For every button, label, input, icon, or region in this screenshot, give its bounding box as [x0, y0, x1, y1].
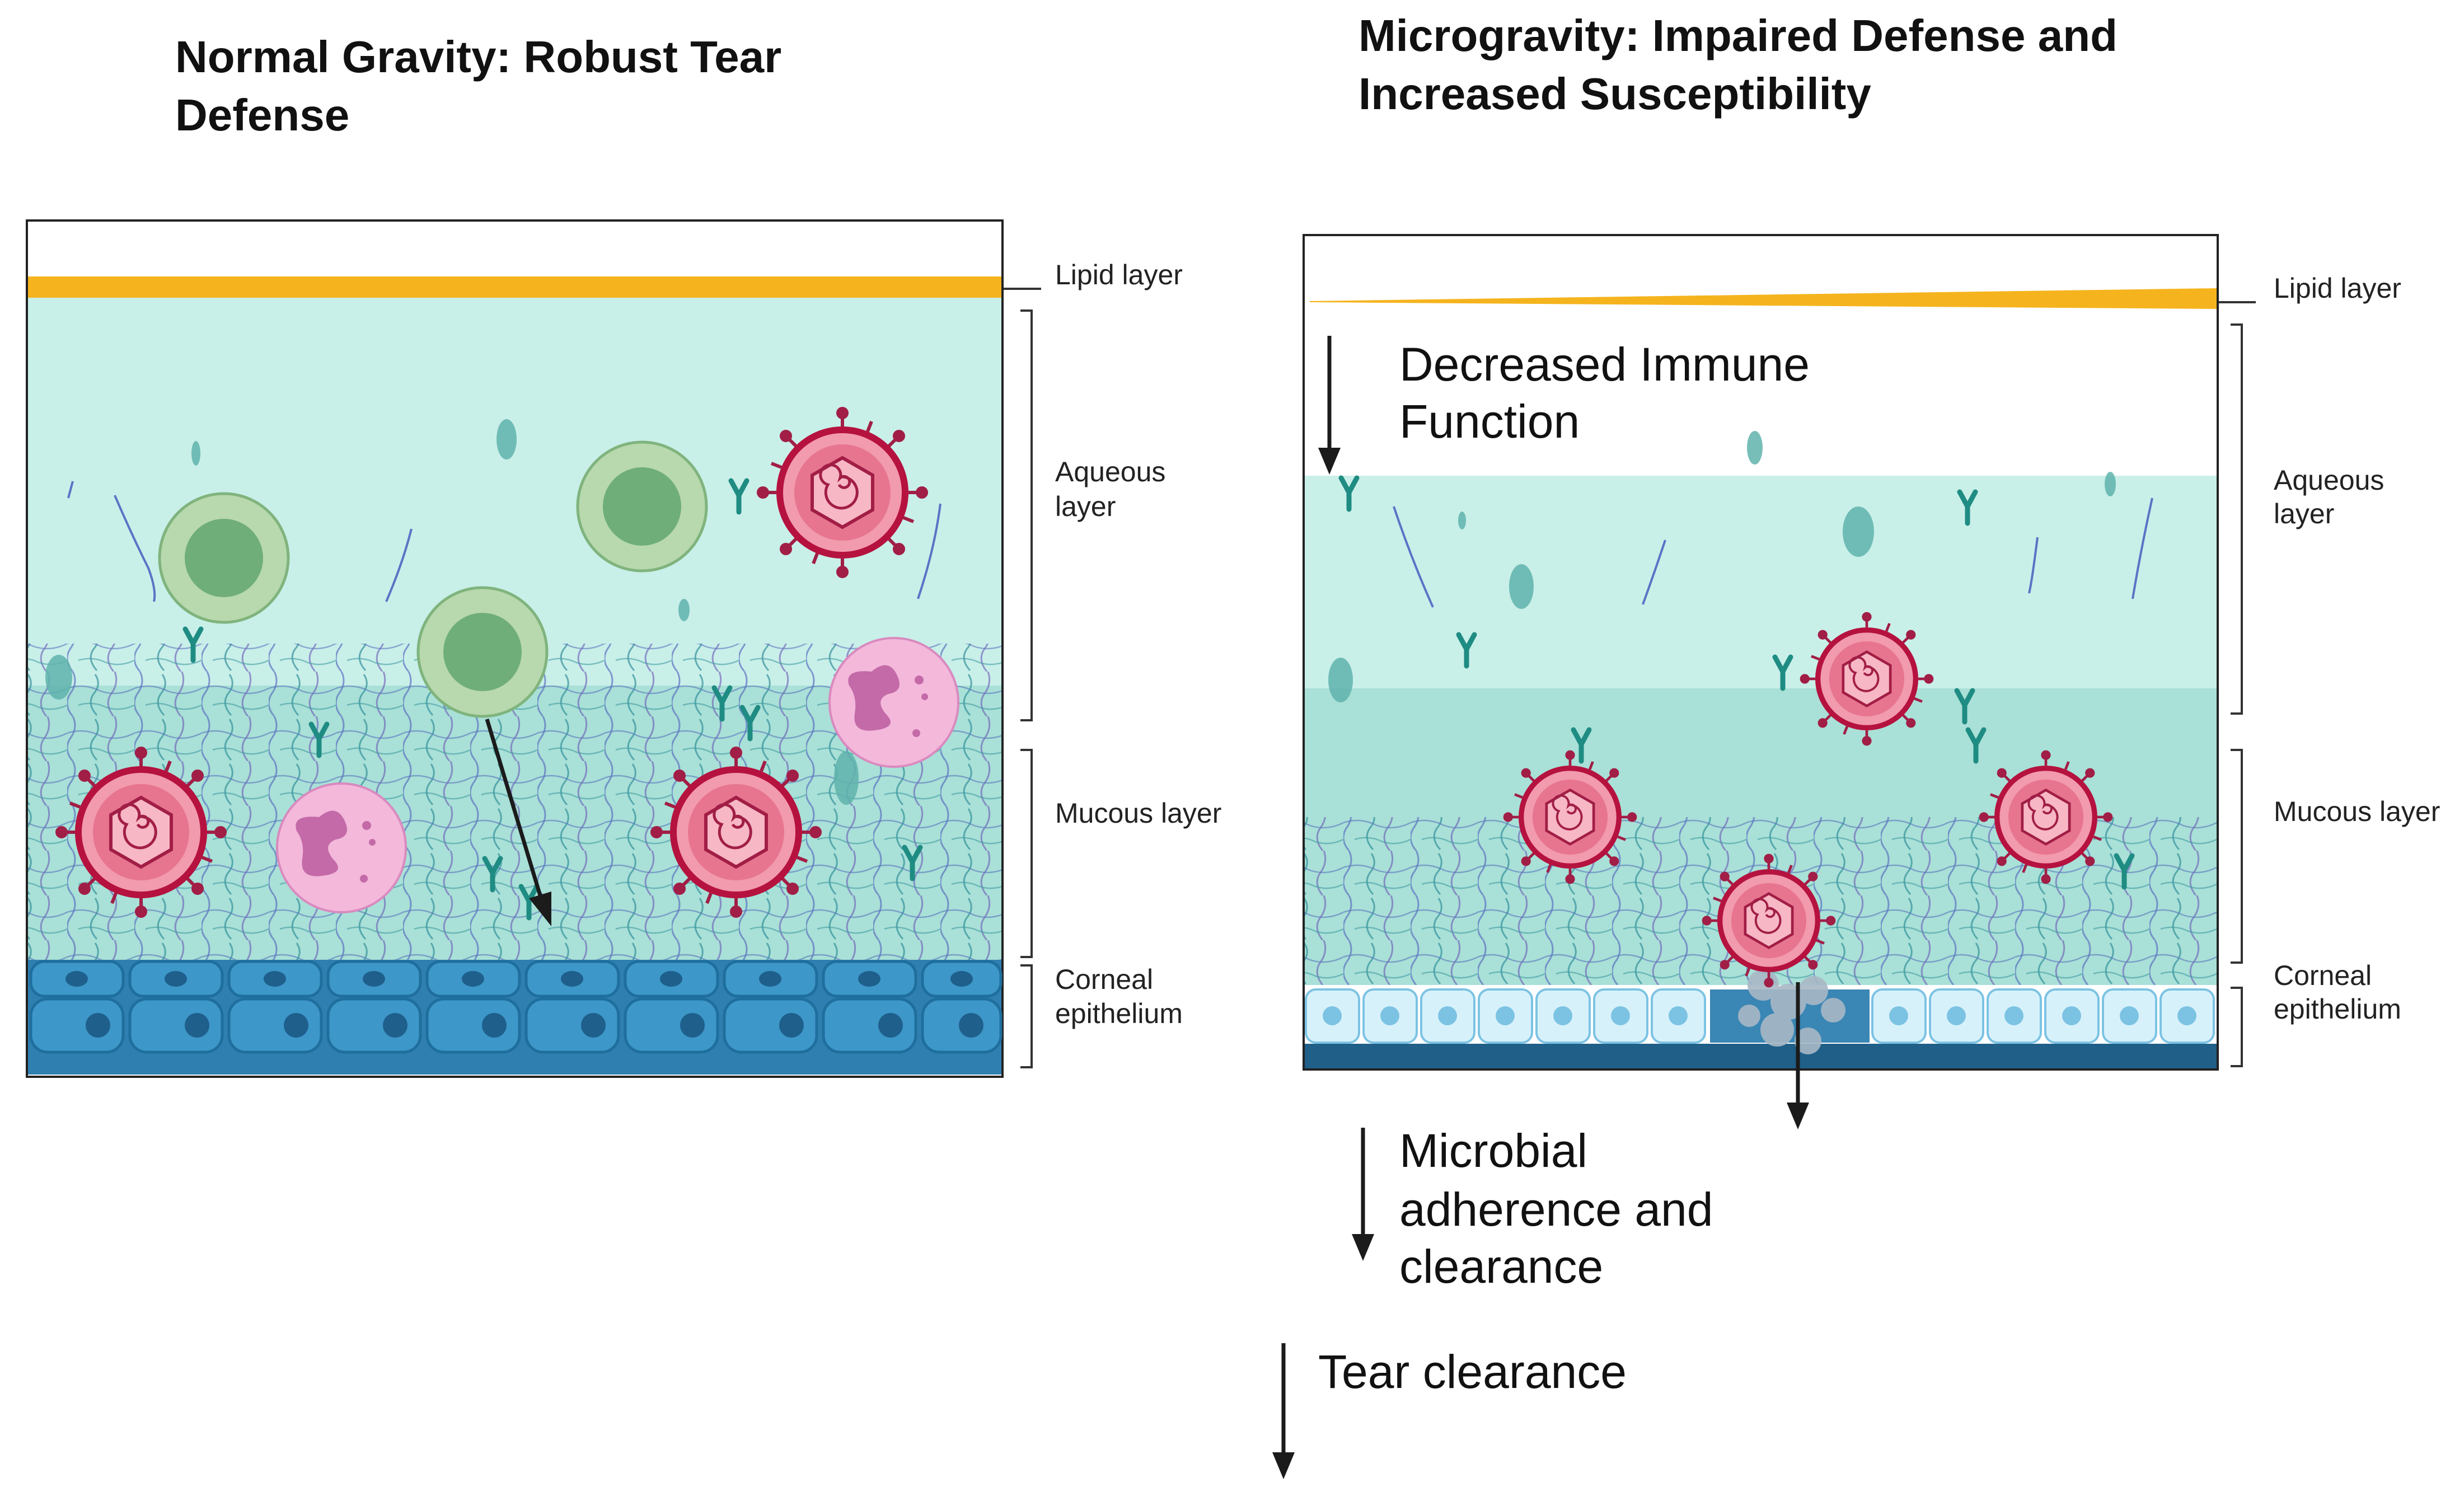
left-aqueous-label-line2: layer: [1055, 491, 1116, 522]
microbial-adherence-line3: clearance: [1399, 1240, 1603, 1293]
normal-gravity-title: Normal Gravity: Robust Tear Defense: [175, 32, 782, 140]
microbial-adherence-line2: adherence and: [1399, 1183, 1713, 1236]
right-corneal-label-line1: Corneal: [2274, 960, 2372, 991]
right-microbe-1: [1801, 613, 1932, 744]
left-neutrophil-1: [828, 637, 959, 768]
left-tear-film-panel: Lipid layer Aqueous layer Mucous layer C…: [26, 219, 1221, 1078]
microbial-adherence-line1: Microbial: [1399, 1124, 1587, 1177]
right-aqueous-label-line1: Aqueous: [2274, 465, 2384, 496]
right-mucous-label: Mucous layer: [2274, 796, 2440, 827]
left-aqueous-label-line1: Aqueous: [1055, 456, 1165, 487]
right-aqueous-label-line2: layer: [2274, 498, 2334, 529]
right-microbe-2: [1505, 752, 1636, 883]
right-corneal-label-line2: epithelium: [2274, 993, 2401, 1025]
tear-clearance-down-arrow: [1272, 1452, 1295, 1479]
right-microbe-4: [1703, 855, 1834, 986]
microgravity-title: Microgravity: Impaired Defense and Incre…: [1359, 11, 2118, 119]
left-corneal-label-line2: epithelium: [1055, 998, 1183, 1029]
left-lipid-label: Lipid layer: [1055, 259, 1183, 290]
decreased-immune-line2: Function: [1399, 395, 1580, 448]
left-immune-cell-2: [578, 442, 706, 571]
right-corneal-epithelium: [1305, 969, 2217, 1068]
tear-clearance-effect: Tear clearance: [1272, 1343, 1627, 1479]
right-lipid-label: Lipid layer: [2274, 273, 2401, 304]
tear-clearance-label: Tear clearance: [1318, 1345, 1627, 1398]
decreased-immune-line1: Decreased Immune: [1399, 338, 1810, 391]
left-corneal-epithelium: [28, 960, 1003, 1075]
right-microbe-3: [1980, 752, 2111, 883]
left-microbe-1: [758, 409, 926, 576]
left-neutrophil-2: [276, 782, 407, 913]
right-tear-film-panel: Decreased Immune Function Lipid layer Aq…: [1303, 234, 2440, 1129]
left-microbe-2: [57, 748, 225, 916]
right-lipid-layer: [1310, 288, 2217, 309]
right-aqueous-layer: [1305, 476, 2217, 691]
microbial-adherence-effect: Microbial adherence and clearance: [1352, 1124, 1713, 1293]
invasion-arrow: [1787, 982, 1809, 1129]
left-lipid-layer: [28, 276, 1001, 298]
immune-down-arrow: [1318, 336, 1341, 475]
left-immune-cell-3: [418, 588, 547, 716]
left-microbe-3: [652, 748, 820, 916]
adherence-down-arrow: [1352, 1234, 1374, 1261]
phagocytosis-arrow: [485, 718, 551, 926]
left-mucous-label: Mucous layer: [1055, 798, 1221, 829]
left-corneal-label-line1: Corneal: [1055, 964, 1153, 995]
left-immune-cell-1: [160, 494, 288, 622]
